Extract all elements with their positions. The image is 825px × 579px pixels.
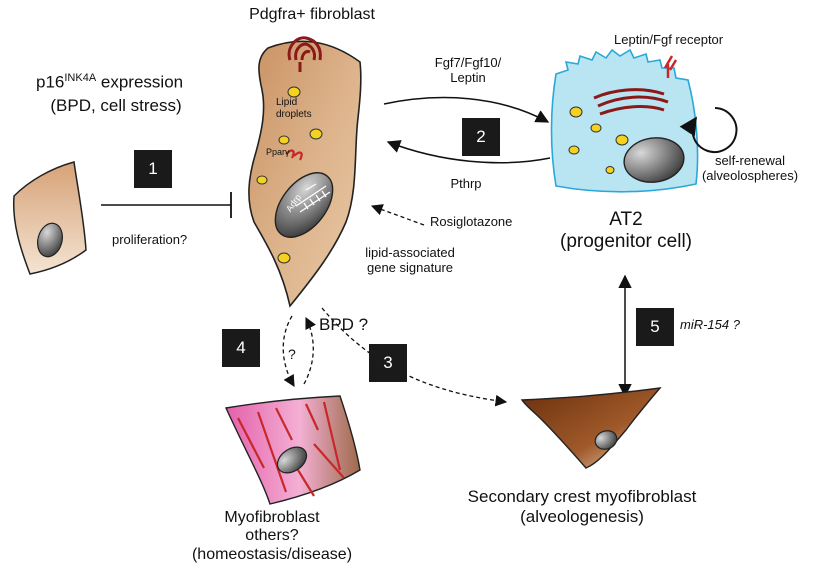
step-3-badge: 3 — [369, 344, 407, 382]
question-label: ? — [288, 346, 296, 362]
pthrp-signal-arrow — [386, 140, 551, 164]
secondary-crest-line1: Secondary crest myofibroblast — [467, 487, 697, 506]
mir-label: miR-154 ? — [680, 317, 740, 332]
p16-text: p16 — [36, 72, 65, 92]
self-renewal-label: self-renewal (alveolospheres) — [701, 153, 799, 184]
p16-expression: expression — [96, 72, 184, 92]
lipid-droplets-line2: droplets — [276, 108, 312, 120]
fgf-label: Fgf7/Fgf10/ Leptin — [434, 55, 502, 86]
myofibroblast-line3: (homeostasis/disease) — [191, 545, 353, 563]
at2-label: AT2 (progenitor cell) — [560, 209, 692, 253]
lipid-droplets-label: Lipid droplets — [276, 97, 312, 120]
fgf-signal-arrow — [383, 96, 550, 123]
myofibroblast-down-arrow — [282, 315, 295, 388]
p16-sublabel: (BPD, cell stress) — [50, 96, 182, 115]
title: Pdgfra+ fibroblast — [249, 6, 375, 23]
at2-line1: AT2 — [609, 209, 643, 230]
step-5-badge: 5 — [636, 308, 674, 346]
secondary-crest-label: Secondary crest myofibroblast (alveologe… — [468, 487, 697, 526]
proliferation-label: proliferation? — [112, 232, 188, 247]
self-renewal-line2: (alveolospheres) — [701, 167, 799, 183]
pdgfra-fibroblast-cell-icon — [248, 36, 362, 308]
p16-label: p16INK4A expression — [36, 72, 183, 92]
step-1-badge: 1 — [134, 150, 172, 188]
p16-superscript: INK4A — [64, 72, 97, 84]
secondary-crest-myofibroblast-icon — [520, 387, 662, 469]
rosiglitazone-label: Rosiglotazone — [430, 214, 513, 229]
rosiglitazone-arrow — [370, 204, 425, 226]
step-4-badge: 4 — [222, 329, 260, 367]
lipid-signature-line1: lipid-associated — [365, 245, 455, 260]
at2-line2: (progenitor cell) — [560, 230, 692, 252]
step-2-badge: 2 — [462, 118, 500, 156]
pthrp-label: Pthrp — [450, 176, 482, 191]
myofibroblast-line2: others? — [245, 527, 299, 545]
lipid-signature-line2: gene signature — [366, 259, 454, 275]
secondary-crest-line2: (alveologenesis) — [520, 506, 644, 526]
inhibition-arrow — [101, 192, 232, 218]
myofibroblast-up-arrow — [303, 316, 316, 385]
self-renewal-arrow — [679, 107, 738, 153]
lipid-signature-label: lipid-associated gene signature — [365, 245, 455, 276]
myofibroblast-icon — [224, 395, 361, 505]
myofibroblast-line1: Myofibroblast — [224, 509, 320, 526]
myofibroblast-label: Myofibroblast others? (homeostasis/disea… — [192, 509, 352, 564]
ppar-label: Pparγ — [266, 147, 290, 157]
fgf-line1: Fgf7/Fgf10/ — [434, 55, 502, 70]
leptin-receptor-label: Leptin/Fgf receptor — [614, 32, 724, 47]
lipid-droplets-line1: Lipid — [276, 97, 298, 108]
senescent-cell-icon — [12, 161, 87, 275]
self-renewal-line1: self-renewal — [714, 153, 786, 168]
bpd-label: BPD ? — [319, 315, 369, 334]
at2-cell-icon — [550, 48, 699, 193]
fgf-line2: Leptin — [450, 69, 486, 85]
